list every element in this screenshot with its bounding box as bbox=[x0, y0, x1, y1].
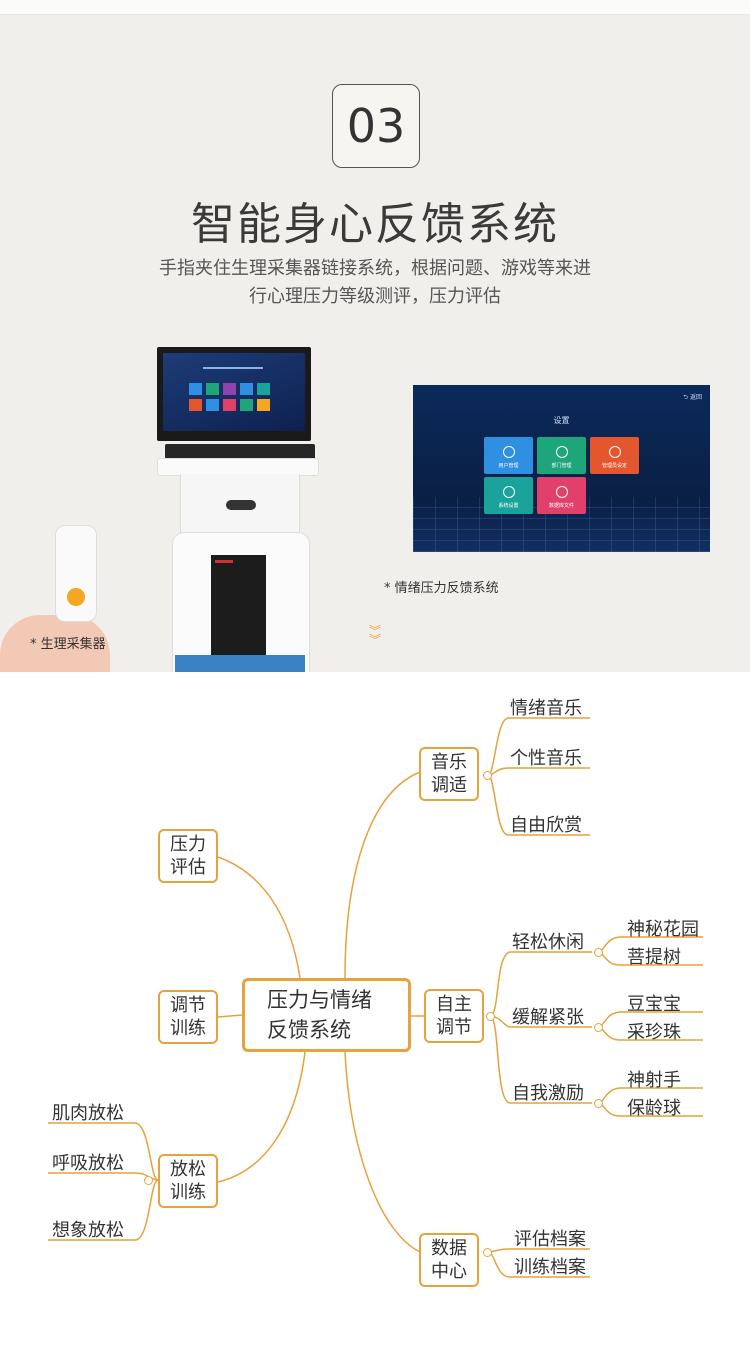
group-relieve-tension: 缓解紧张 bbox=[512, 1007, 584, 1028]
folder-icon bbox=[556, 486, 568, 498]
node-music-adjust: 音乐调适 bbox=[419, 747, 479, 801]
top-strip bbox=[0, 0, 750, 15]
kiosk-tile bbox=[257, 399, 270, 411]
node-self-regulation: 自主调节 bbox=[424, 989, 484, 1043]
connector-data bbox=[344, 1051, 421, 1253]
node-line: 评估 bbox=[170, 857, 206, 878]
tile-label: 部门管理 bbox=[551, 463, 572, 469]
leaf-imagery-relax: 想象放松 bbox=[52, 1220, 124, 1241]
leaf-doubao: 豆宝宝 bbox=[627, 994, 681, 1015]
section-number: 03 bbox=[332, 84, 420, 168]
connector-relax bbox=[217, 1051, 306, 1183]
center-line1: 压力与情绪 bbox=[267, 988, 372, 1012]
node-relaxation-training: 放松训练 bbox=[158, 1154, 218, 1208]
system-screenshot: ⮌ 返回 设置 用户管理 部门管理 管理员设定 系统设置 数据库文件 bbox=[413, 385, 710, 552]
node-line: 音乐 bbox=[431, 752, 467, 773]
section-description-line2: 行心理压力等级测评，压力评估 bbox=[249, 286, 501, 307]
leaf-assessment-records: 评估档案 bbox=[514, 1229, 586, 1250]
node-line: 训练 bbox=[170, 1018, 206, 1039]
computer-tower-image bbox=[211, 555, 266, 672]
kiosk-tile bbox=[206, 383, 219, 395]
node-regulation-training: 调节训练 bbox=[158, 990, 218, 1044]
node-line: 调适 bbox=[431, 775, 467, 796]
collapse-circle-icon bbox=[594, 1099, 603, 1108]
org-icon bbox=[556, 446, 568, 458]
node-data-center: 数据中心 bbox=[419, 1233, 479, 1287]
leaf-free-appreciation: 自由欣赏 bbox=[510, 815, 582, 836]
leaf-bowling: 保龄球 bbox=[627, 1098, 681, 1119]
collapse-circle-icon bbox=[594, 948, 603, 957]
node-line: 压力 bbox=[170, 834, 206, 855]
leaf-muscle-relax: 肌肉放松 bbox=[52, 1103, 124, 1124]
screenshot-tile-user: 用户管理 bbox=[484, 437, 533, 474]
leaf-secret-garden: 神秘花园 bbox=[627, 919, 699, 940]
caption-screen: * 情绪压力反馈系统 bbox=[384, 581, 499, 596]
sensor-light-icon bbox=[67, 588, 85, 606]
tile-label: 用户管理 bbox=[498, 463, 519, 469]
screenshot-tile-database: 数据库文件 bbox=[537, 477, 586, 514]
kiosk-tile bbox=[189, 399, 202, 411]
kiosk-tile bbox=[240, 383, 253, 395]
group-relax-leisure: 轻松休闲 bbox=[512, 932, 584, 953]
leaf-emotion-music: 情绪音乐 bbox=[510, 698, 582, 719]
collapse-circle-icon bbox=[594, 1023, 603, 1032]
connector-regulate bbox=[217, 1014, 243, 1018]
leaf-bodhi-tree: 菩提树 bbox=[627, 947, 681, 968]
kiosk-tile bbox=[240, 399, 253, 411]
screenshot-tile-department: 部门管理 bbox=[537, 437, 586, 474]
collapse-circle-icon bbox=[483, 771, 492, 780]
kiosk-monitor-image bbox=[157, 347, 311, 441]
section-title: 智能身心反馈系统 bbox=[191, 199, 559, 250]
kiosk-tile bbox=[223, 383, 236, 395]
kiosk-screen-title-bar bbox=[203, 367, 263, 369]
feature-mindmap: 压力与情绪反馈系统 音乐调适 情绪音乐 个性音乐 自由欣赏 压力评估 调节训练 … bbox=[0, 672, 750, 1351]
connector-assess bbox=[217, 856, 301, 979]
screenshot-tile-settings: 系统设置 bbox=[484, 477, 533, 514]
collapse-circle-icon bbox=[486, 1012, 495, 1021]
node-line: 调节 bbox=[170, 995, 206, 1016]
collapse-circle-icon bbox=[144, 1176, 153, 1185]
node-stress-assessment: 压力评估 bbox=[158, 829, 218, 883]
node-line: 放松 bbox=[170, 1159, 206, 1180]
node-line: 训练 bbox=[170, 1182, 206, 1203]
tile-label: 系统设置 bbox=[498, 503, 519, 509]
tile-label: 管理员设定 bbox=[601, 463, 627, 469]
leaf-archer: 神射手 bbox=[627, 1070, 681, 1091]
kiosk-tile bbox=[206, 399, 219, 411]
tower-brand-mark bbox=[215, 560, 233, 563]
leaf-pearl-picking: 采珍珠 bbox=[627, 1022, 681, 1043]
keyboard-image bbox=[165, 444, 315, 460]
kiosk-slot bbox=[226, 500, 256, 510]
leaf-personal-music: 个性音乐 bbox=[510, 748, 582, 769]
screenshot-back-label: ⮌ 返回 bbox=[683, 394, 702, 401]
kiosk-tile bbox=[257, 383, 270, 395]
node-line: 中心 bbox=[431, 1261, 467, 1282]
product-section: 03 智能身心反馈系统 手指夹住生理采集器链接系统，根据问题、游戏等来进 行心理… bbox=[0, 0, 750, 672]
admin-icon bbox=[609, 446, 621, 458]
gear-icon bbox=[503, 486, 515, 498]
kiosk-tile bbox=[223, 399, 236, 411]
node-line: 调节 bbox=[436, 1017, 472, 1038]
center-line2: 反馈系统 bbox=[267, 1018, 351, 1042]
section-description-line1: 手指夹住生理采集器链接系统，根据问题、游戏等来进 bbox=[159, 258, 591, 279]
kiosk-screen bbox=[163, 353, 305, 431]
node-line: 数据 bbox=[431, 1238, 467, 1259]
leaf-breath-relax: 呼吸放松 bbox=[52, 1153, 124, 1174]
kiosk-base bbox=[175, 655, 305, 672]
node-line: 自主 bbox=[436, 994, 472, 1015]
screenshot-tile-admin: 管理员设定 bbox=[590, 437, 639, 474]
kiosk-tile bbox=[189, 383, 202, 395]
group-self-motivation: 自我激励 bbox=[512, 1083, 584, 1104]
scroll-down-chevron-icon: ︾︾ bbox=[368, 624, 381, 647]
user-icon bbox=[503, 446, 515, 458]
screenshot-title: 设置 bbox=[553, 416, 570, 425]
mindmap-center-node: 压力与情绪反馈系统 bbox=[242, 978, 411, 1052]
connector-music bbox=[344, 771, 421, 979]
tile-label: 数据库文件 bbox=[548, 503, 574, 509]
hand-illustration bbox=[0, 615, 110, 672]
caption-device: * 生理采集器 bbox=[30, 637, 106, 652]
collapse-circle-icon bbox=[483, 1248, 492, 1257]
physiological-sensor-image bbox=[55, 525, 97, 622]
leaf-training-records: 训练档案 bbox=[514, 1257, 586, 1278]
